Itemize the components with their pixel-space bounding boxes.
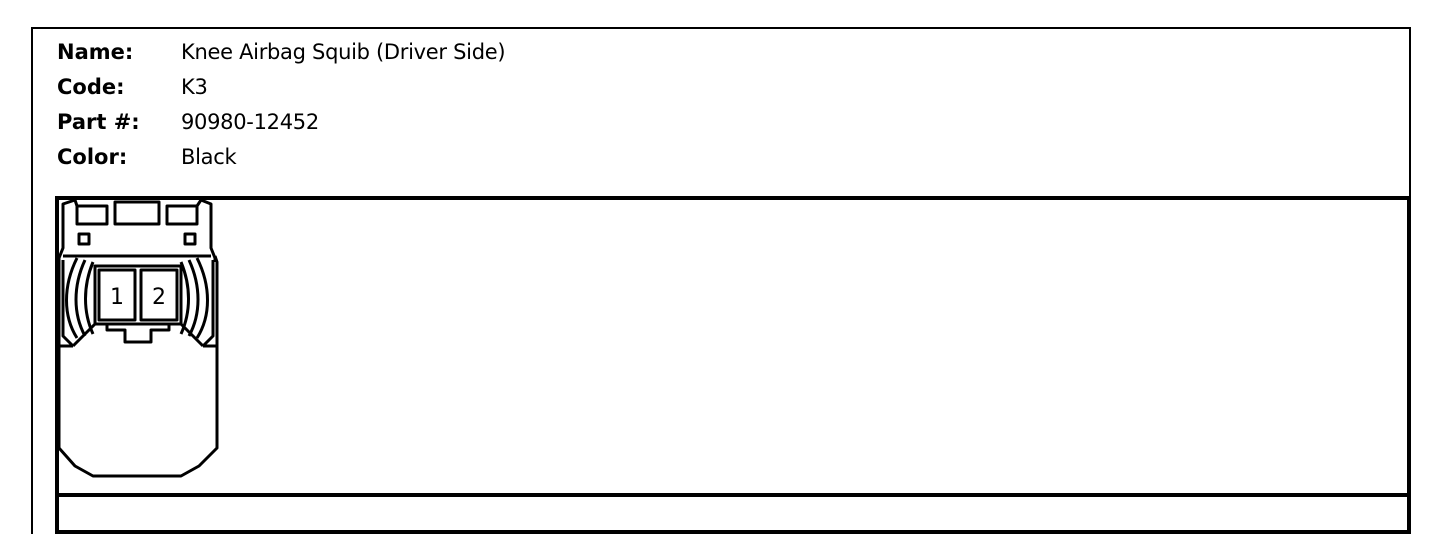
connector-body-outline <box>57 255 219 478</box>
panel-footer-divider <box>55 493 1411 497</box>
left-guide-rib-middle <box>74 259 87 337</box>
pin-2-cavity <box>139 268 179 322</box>
left-latch-window <box>77 232 91 246</box>
left-guide-rib-outer <box>65 257 79 339</box>
keying-notch <box>95 322 181 344</box>
part-number-value: 90980-12452 <box>181 110 319 134</box>
color-row: Color: Black <box>57 140 505 175</box>
left-cavity-brace <box>71 322 97 348</box>
pin-housing <box>93 264 183 326</box>
left-rib-frame <box>61 260 75 348</box>
color-value: Black <box>181 145 237 169</box>
right-cavity-brace <box>179 322 205 348</box>
pin-1-label: 1 <box>110 285 124 310</box>
connector-info: Name: Knee Airbag Squib (Driver Side) Cod… <box>57 35 506 175</box>
right-top-tab <box>195 198 213 236</box>
top-tab-center <box>113 200 161 226</box>
code-value: K3 <box>181 75 208 99</box>
right-guide-rib-middle <box>187 259 200 337</box>
color-label: Color: <box>57 145 128 169</box>
right-guide-rib-outer <box>195 257 209 339</box>
part-row: Part #: 90980-12452 <box>57 105 505 140</box>
top-tab-left <box>75 204 109 226</box>
name-value: Knee Airbag Squib (Driver Side) <box>181 40 506 64</box>
top-tab-right <box>165 204 199 226</box>
left-guide-rib-inner <box>84 261 95 335</box>
code-row: Code: K3 <box>57 70 505 105</box>
part-number-label: Part #: <box>57 110 140 134</box>
connector-face-drawing: 1 2 <box>57 198 219 478</box>
connector-drawing-panel <box>55 196 1411 534</box>
right-rib-frame <box>201 260 215 348</box>
name-row: Name: Knee Airbag Squib (Driver Side) <box>57 35 506 70</box>
code-label: Code: <box>57 75 125 99</box>
left-top-tab <box>61 198 79 236</box>
right-latch-window <box>183 232 197 246</box>
pin-1-cavity <box>97 268 137 322</box>
pin-2-label: 2 <box>152 285 166 310</box>
name-label: Name: <box>57 40 134 64</box>
